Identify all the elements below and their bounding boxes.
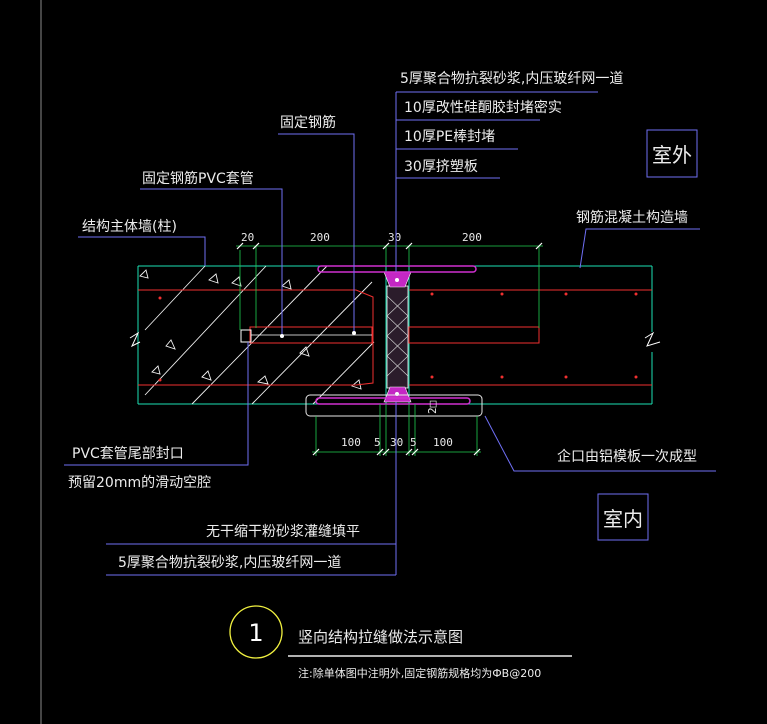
callout-mortar-top: 5厚聚合物抗裂砂浆,内压玻纤网一道 <box>400 71 623 87</box>
break-line-left <box>129 331 141 348</box>
dim-bottom-5: 100 <box>433 436 453 449</box>
label-pvc-sleeve: 固定钢筋PVC套管 <box>142 170 254 187</box>
label-pvc-end-seal: PVC套管尾部封口 <box>72 446 184 462</box>
pe-rod-top <box>395 278 399 282</box>
callout-xps: 30厚挤塑板 <box>404 159 478 175</box>
dim-top-4: 200 <box>462 231 482 244</box>
label-slide-cavity: 预留20mm的滑动空腔 <box>68 474 211 491</box>
recess-mark: 2□ <box>426 400 439 414</box>
detail-number: 1 <box>248 619 263 647</box>
rebar-dots <box>158 292 638 382</box>
dim-bottom-4: 5 <box>410 436 417 449</box>
mortar-strip-top <box>317 265 477 273</box>
pvc-sleeve-end <box>240 329 252 343</box>
rebar-left <box>138 289 374 386</box>
label-bottom-mortar: 5厚聚合物抗裂砂浆,内压玻纤网一道 <box>118 555 341 571</box>
break-line-right <box>644 331 661 347</box>
wall-section: 2□ <box>129 265 661 417</box>
label-rc-wall: 钢筋混凝土构造墙 <box>576 209 688 226</box>
leader-lines <box>64 91 716 576</box>
dim-top-2: 200 <box>310 231 330 244</box>
dim-top-3: 30 <box>388 231 401 244</box>
room-interior: 室内 <box>603 507 643 531</box>
top-dimension-chain: 20 200 30 200 <box>236 231 543 330</box>
rebar-right <box>408 289 652 386</box>
label-main-wall: 结构主体墙(柱) <box>82 219 177 235</box>
leader-dots <box>280 331 356 338</box>
mortar-strip-bottom <box>315 397 471 405</box>
aluminum-recess <box>305 394 483 417</box>
detail-number-circle <box>229 605 283 659</box>
label-fixed-rebar: 固定钢筋 <box>280 114 336 131</box>
drawing-note: 注:除单体图中注明外,固定钢筋规格均为ФB@200 <box>298 666 541 680</box>
drawing-title: 竖向结构拉缝做法示意图 <box>298 628 463 646</box>
dim-top-1: 20 <box>241 231 254 244</box>
callout-sealant: 10厚改性硅酮胶封堵密实 <box>404 99 562 116</box>
callout-pe-rod: 10厚PE棒封堵 <box>404 129 495 145</box>
dim-bottom-1: 100 <box>341 436 361 449</box>
room-exterior: 室外 <box>652 143 692 167</box>
label-aluminum-form: 企口由铝模板一次成型 <box>557 448 697 465</box>
label-mortar-fill: 无干缩干粉砂浆灌缝填平 <box>206 524 360 540</box>
title-block: 1 竖向结构拉缝做法示意图 注:除单体图中注明外,固定钢筋规格均为ФB@200 <box>229 605 572 680</box>
bottom-dimension-chain: 100 5 30 5 100 <box>312 404 481 456</box>
xps-crosshatch <box>386 295 409 377</box>
dim-bottom-2: 5 <box>374 436 381 449</box>
dim-bottom-3: 30 <box>390 436 403 449</box>
